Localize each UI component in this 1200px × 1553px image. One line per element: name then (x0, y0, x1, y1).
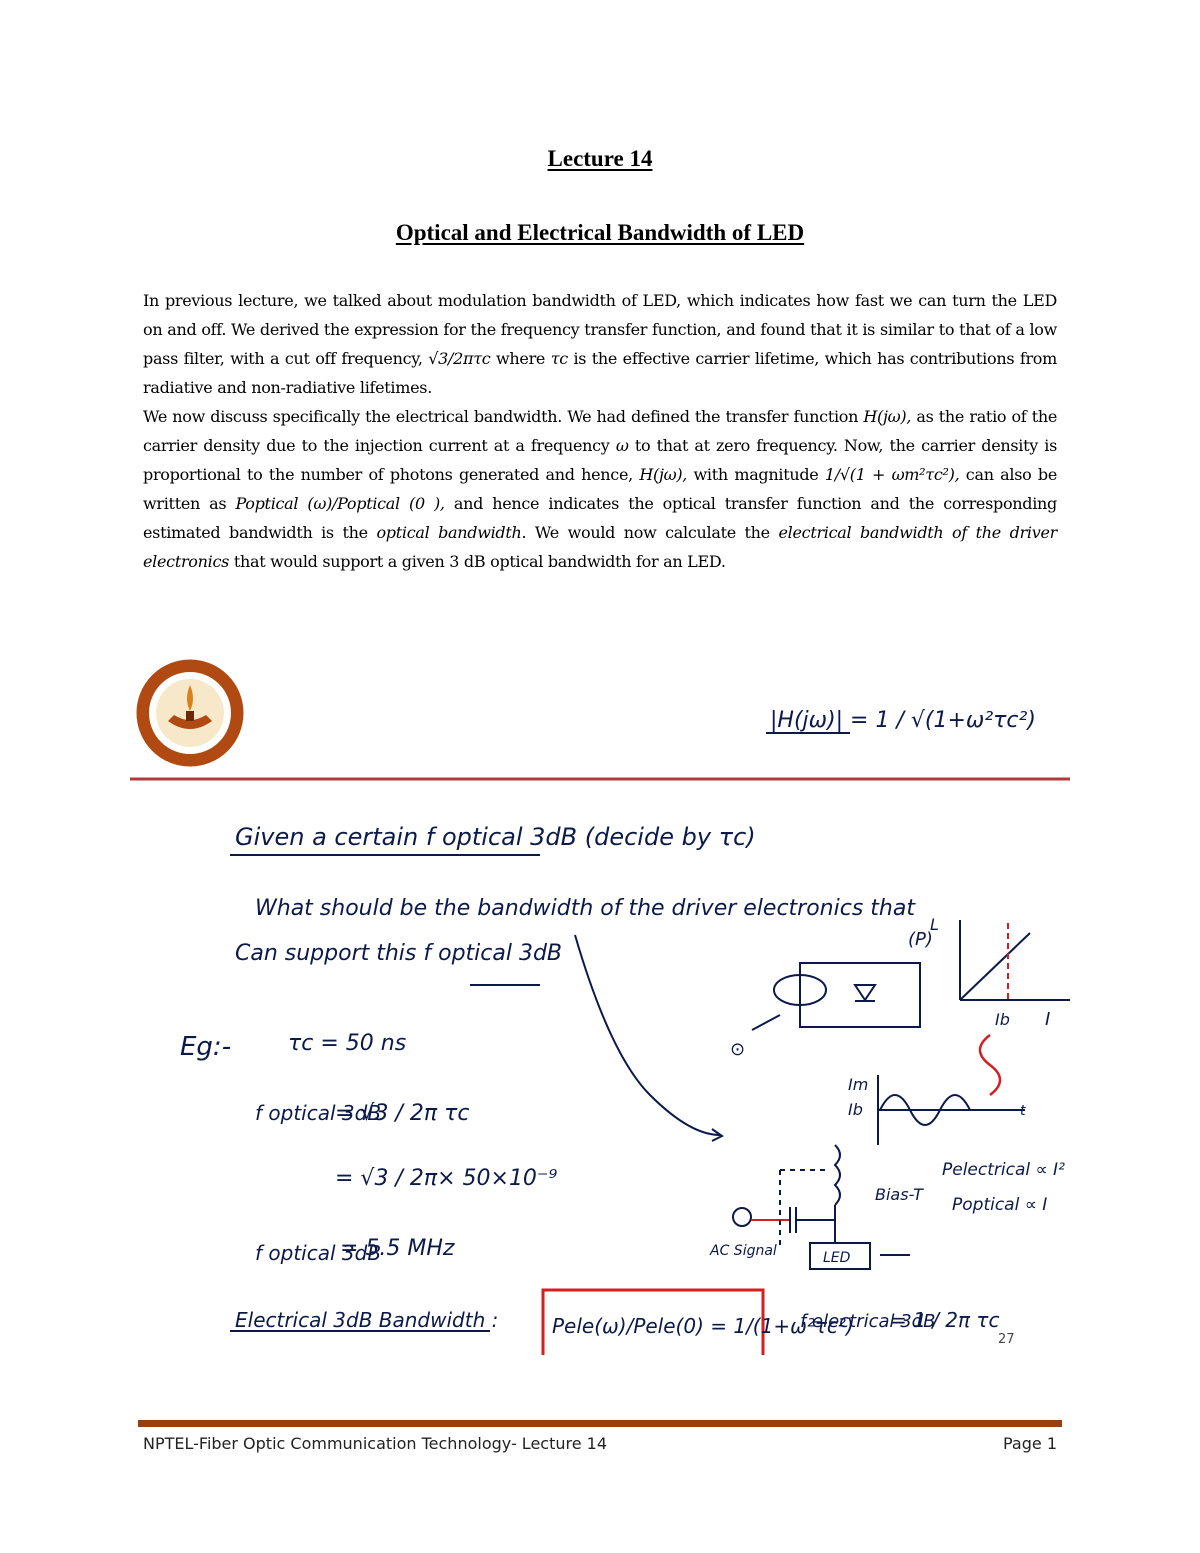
p2-text-h: that would support a given 3 dB optical … (229, 552, 726, 571)
paragraph-2: We now discuss specifically the electric… (143, 402, 1057, 576)
electrical-bandwidth-term: electrical bandwidth of the driver elect… (143, 523, 1057, 571)
p2-text-e: can also be written as (143, 465, 1057, 513)
bias-t-circuit (732, 1144, 910, 1270)
tau-symbol: τc (550, 349, 569, 368)
tau-value: τc = 50 ns (288, 1031, 406, 1056)
graph-axis-p: (P) (908, 929, 933, 950)
optical-power-ratio: Poptical (ω)/Poptical (0 ), (235, 494, 445, 513)
ib-label: Ib (995, 1010, 1010, 1029)
f-optical-label-1: f optical 3dB (255, 1101, 381, 1125)
curved-arrow (574, 934, 721, 1136)
p2-text-a: We now discuss specifically the electric… (143, 407, 864, 426)
boxed-formula: Pele(ω)/Pele(0) = 1/(1+ω²τc²) (552, 1314, 854, 1338)
hjw-term-2: H(jω), (639, 465, 688, 484)
p-electrical-label: Pelectrical ∝ I² (942, 1160, 1065, 1180)
p1-text-c: is the effective carrier lifetime, which… (143, 349, 1057, 397)
p2-text-b: as the ratio of the carrier density due … (143, 407, 1057, 455)
eg-label: Eg:- (180, 1032, 231, 1062)
lecture-slide: |H(jω)| = 1 / √(1+ω²τc²) Given a certain… (130, 659, 1070, 1355)
question-line-1: What should be the bandwidth of the driv… (255, 896, 916, 921)
bias-t-label: Bias-T (875, 1185, 924, 1204)
p-optical-label: Poptical ∝ I (952, 1195, 1047, 1215)
given-line: Given a certain f optical 3dB (decide by… (235, 823, 756, 851)
section-title: Optical and Electrical Bandwidth of LED (395, 220, 805, 245)
page-number: Page 1 (1003, 1434, 1057, 1453)
f-electrical-label: f electrical 3dB (800, 1311, 935, 1332)
red-drive-signal (978, 1034, 1002, 1096)
omega-symbol: ω (615, 436, 629, 455)
magnitude-formula: 1/√(1 + ωm²τc²), (824, 465, 960, 484)
led-circuit-diagram (751, 962, 921, 1031)
footer-left: NPTEL-Fiber Optic Communication Technolo… (143, 1434, 608, 1453)
ac-signal-label: AC Signal (709, 1243, 777, 1259)
f-optical-label-2: f optical 3dB (255, 1241, 381, 1265)
li-graph (959, 920, 1070, 1001)
p1-text-a: In previous lecture, we talked about mod… (143, 291, 1057, 368)
institute-logo-icon (136, 659, 244, 767)
f-electrical-expression: = 1 / 2π τc (890, 1308, 999, 1332)
t-label: t (1020, 1103, 1026, 1119)
hjw-formula-text: |H(jω)| = 1 / √(1+ω²τc²) (770, 708, 1036, 733)
p2-text-d: with magnitude (687, 465, 825, 484)
ib-label-2: Ib (848, 1100, 863, 1119)
optical-bandwidth-term: optical bandwidth (376, 523, 522, 542)
graph-axis-i: I (1045, 1009, 1050, 1030)
f-expression-2: = √3 / 2π× 50×10⁻⁹ (335, 1166, 558, 1191)
p2-text-f: and hence indicates the optical transfer… (143, 494, 1057, 542)
question-line-2: Can support this f optical 3dB (235, 941, 562, 966)
source-symbol: ⊙ (730, 1039, 745, 1060)
f-expression-1: = √3 / 2π τc (335, 1101, 469, 1126)
graph-axis-l: L (930, 915, 939, 934)
p1-text-b: where (490, 349, 551, 368)
electrical-bandwidth-label: Electrical 3dB Bandwidth : (235, 1308, 498, 1332)
cutoff-formula: √3/2πτc (428, 349, 491, 368)
hjw-formula: |H(jω)| = 1 / √(1+ω²τc²) (766, 708, 1036, 734)
im-label: Im (848, 1075, 868, 1094)
p2-text-c: to that at zero frequency. Now, the carr… (143, 436, 1057, 484)
sinusoid-graph (877, 1075, 1025, 1145)
boxed-formula-frame (541, 1288, 765, 1355)
hjw-term-1: H(jω), (863, 407, 912, 426)
p2-text-g: . We would now calculate the (521, 523, 779, 542)
lecture-title: Lecture 14 (547, 146, 653, 171)
f-result: = 5.5 MHz (340, 1236, 455, 1261)
paragraph-1: In previous lecture, we talked about mod… (143, 286, 1057, 402)
footer-rule (138, 1420, 1062, 1427)
body-text: In previous lecture, we talked about mod… (143, 286, 1057, 576)
led-label: LED (823, 1250, 851, 1266)
slide-number: 27 (998, 1332, 1015, 1347)
